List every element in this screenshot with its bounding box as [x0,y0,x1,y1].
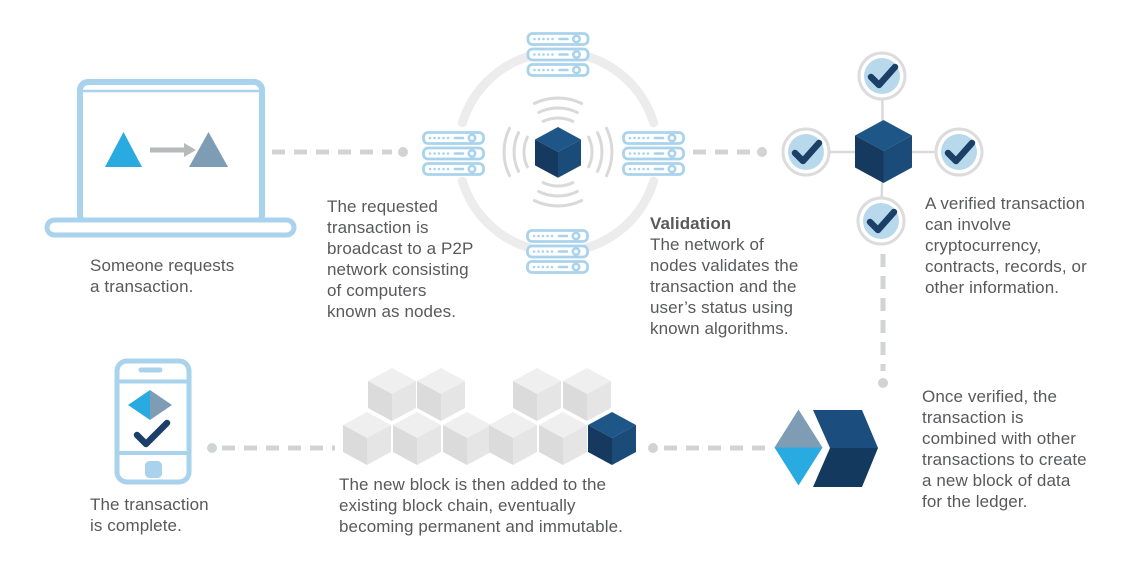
blockchain-cubes-icon [343,368,636,465]
laptop-icon [44,79,297,238]
checkmark-badge-bottom [858,198,904,244]
server-node-right [624,133,684,175]
dashed-connector-1 [272,147,408,157]
block-cube-icon [535,127,581,178]
validation-title: Validation [650,214,732,233]
laptop-base [44,217,297,238]
server-node-left [424,133,484,175]
ledger-block-icon [774,409,878,487]
phone-home-button-icon [145,461,162,478]
caption-verified: A verified transaction can involve crypt… [925,194,1087,297]
transfer-arrow-head [184,143,196,157]
receiver-triangle-icon [189,132,228,167]
checkmark-badge-right [936,129,982,175]
sender-triangle-icon [105,132,142,167]
verified-cube-icon [855,120,912,183]
phone-check-icon [133,419,171,448]
dashed-connector-3 [878,254,888,388]
dashed-connector-5 [207,443,335,453]
smartphone-icon [114,358,192,485]
validation-body: The network of nodes validates the trans… [650,235,799,338]
transaction-diamond-top [774,409,823,448]
caption-complete: The transaction is complete. [90,495,209,535]
checkmark-badge-top [859,53,905,99]
caption-broadcast: The requested transaction is broadcast t… [327,197,474,321]
network-ring [582,176,659,253]
chevron-arrow-bottom [813,448,878,487]
server-node-top [528,34,588,76]
server-node-bottom [528,231,588,273]
caption-new-block: The new block is then added to the exist… [339,475,623,536]
checkmark-badge-left [783,129,829,175]
transaction-diamond-bottom [774,447,823,486]
new-block-icon [588,412,636,465]
caption-combine: Once verified, the transaction is combin… [922,387,1087,511]
dashed-connector-2 [693,147,767,157]
p2p-network-cluster [415,28,700,280]
verified-block-icon [775,42,990,262]
phone-diamond-right [150,390,172,420]
chevron-arrow-top [813,410,878,448]
dashed-connector-4 [648,443,773,453]
phone-diamond-left [128,390,150,420]
caption-request-transaction: Someone requests a transaction. [90,256,235,296]
